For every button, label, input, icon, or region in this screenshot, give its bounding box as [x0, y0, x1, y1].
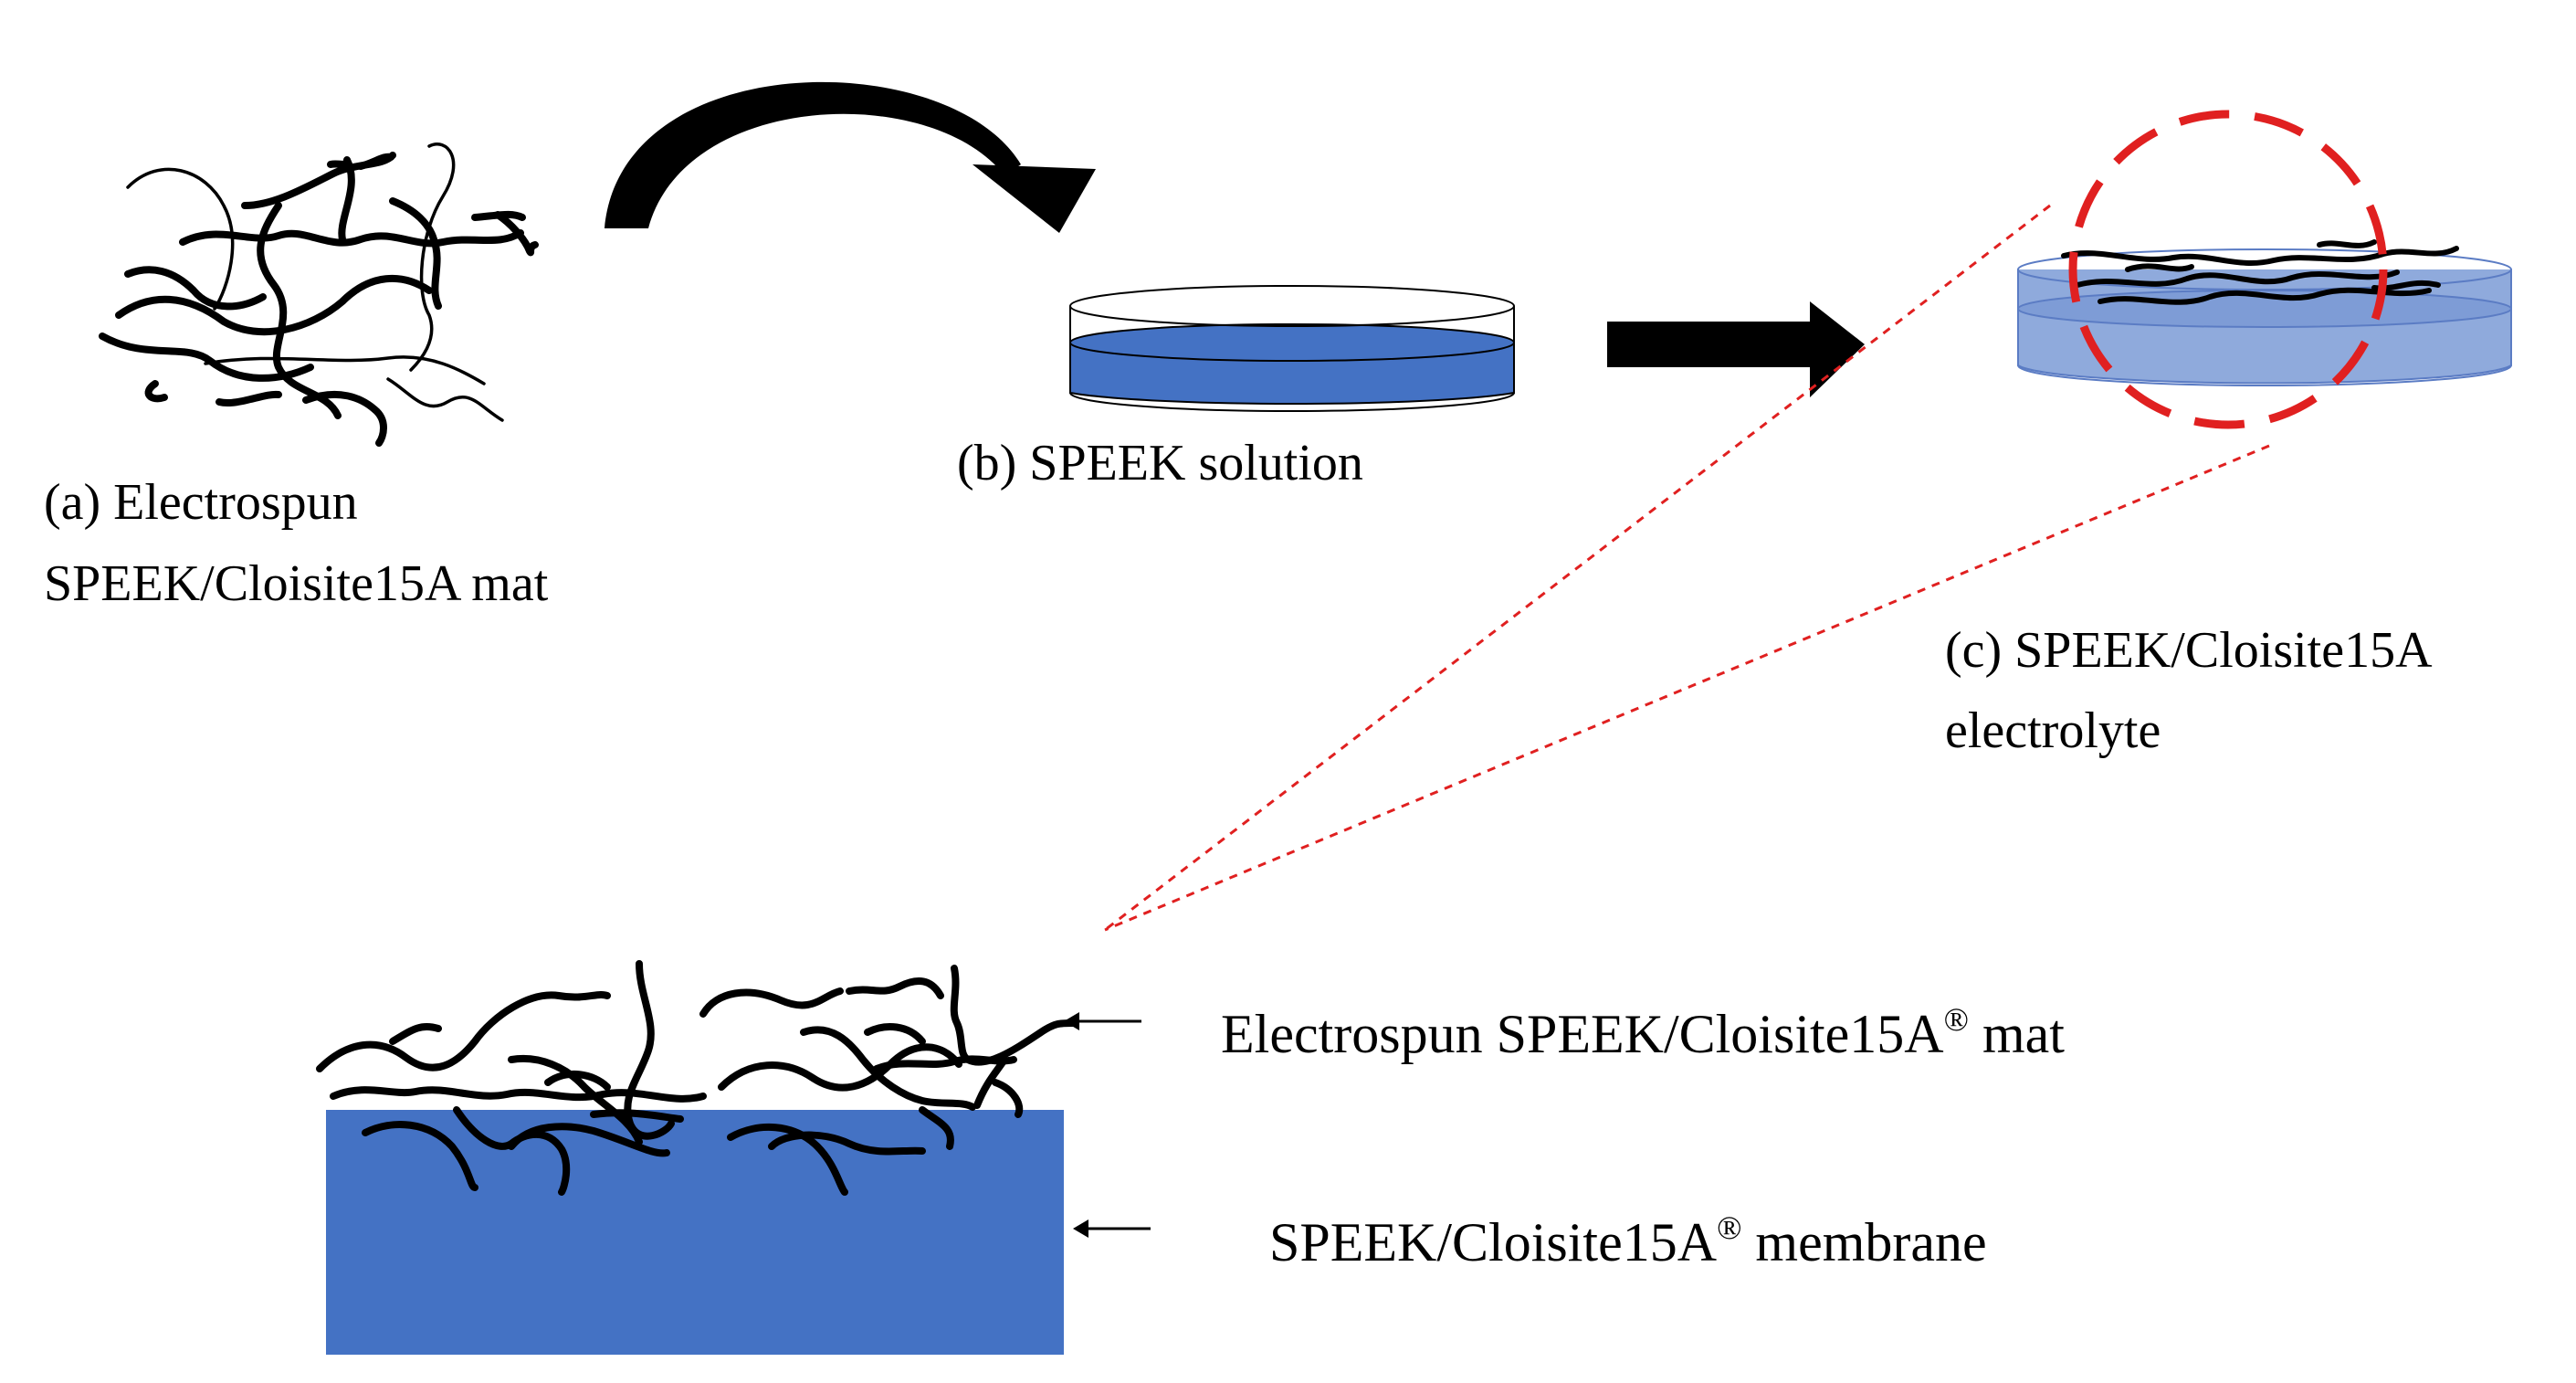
right-arrow-icon [1607, 301, 1865, 397]
cross-section-mat-label: Electrospun SPEEK/Cloisite15A® mat [1221, 1001, 2065, 1064]
electrolyte-caption: (c) SPEEK/Cloisite15A electrolyte [1945, 622, 2433, 759]
mat-caption: (a) Electrospun SPEEK/Cloisite15A mat [44, 474, 549, 612]
solution-caption: (b) SPEEK solution [957, 435, 1363, 491]
membrane-layer [326, 1110, 1064, 1355]
cross-section-mat-suffix: mat [1969, 1004, 2065, 1064]
cross-section-mat-text: Electrospun SPEEK/Cloisite15A [1221, 1004, 1944, 1064]
zoom-highlight-circle [2068, 110, 2388, 429]
electrospun-mat-illustration [99, 143, 539, 447]
electrolyte-dish-illustration [2017, 239, 2512, 386]
left-pointing-arrow-icon [1073, 1219, 1151, 1238]
mat-caption-line1: (a) Electrospun [44, 474, 358, 531]
zoom-guide-lines [1104, 204, 2270, 932]
cross-section-membrane-text: SPEEK/Cloisite15A [1269, 1212, 1717, 1272]
electrolyte-caption-line1: (c) SPEEK/Cloisite15A [1945, 622, 2433, 679]
solution-liquid-surface [1069, 323, 1515, 362]
electrolyte-caption-line2: electrolyte [1945, 702, 2161, 759]
cross-section-membrane-superscript: ® [1717, 1209, 1741, 1246]
cross-section-membrane-label: SPEEK/Cloisite15A® membrane [1269, 1209, 1987, 1272]
cross-section-mat-superscript: ® [1944, 1001, 1969, 1038]
curved-arrow-icon [605, 81, 1096, 233]
solution-dish-illustration [1069, 285, 1515, 412]
left-pointing-arrow-icon [1064, 1012, 1141, 1030]
cross-section-illustration [316, 960, 1077, 1355]
mat-caption-line2: SPEEK/Cloisite15A mat [44, 555, 549, 612]
cross-section-membrane-suffix: membrane [1741, 1212, 1986, 1272]
dish-rim [1069, 285, 1515, 327]
